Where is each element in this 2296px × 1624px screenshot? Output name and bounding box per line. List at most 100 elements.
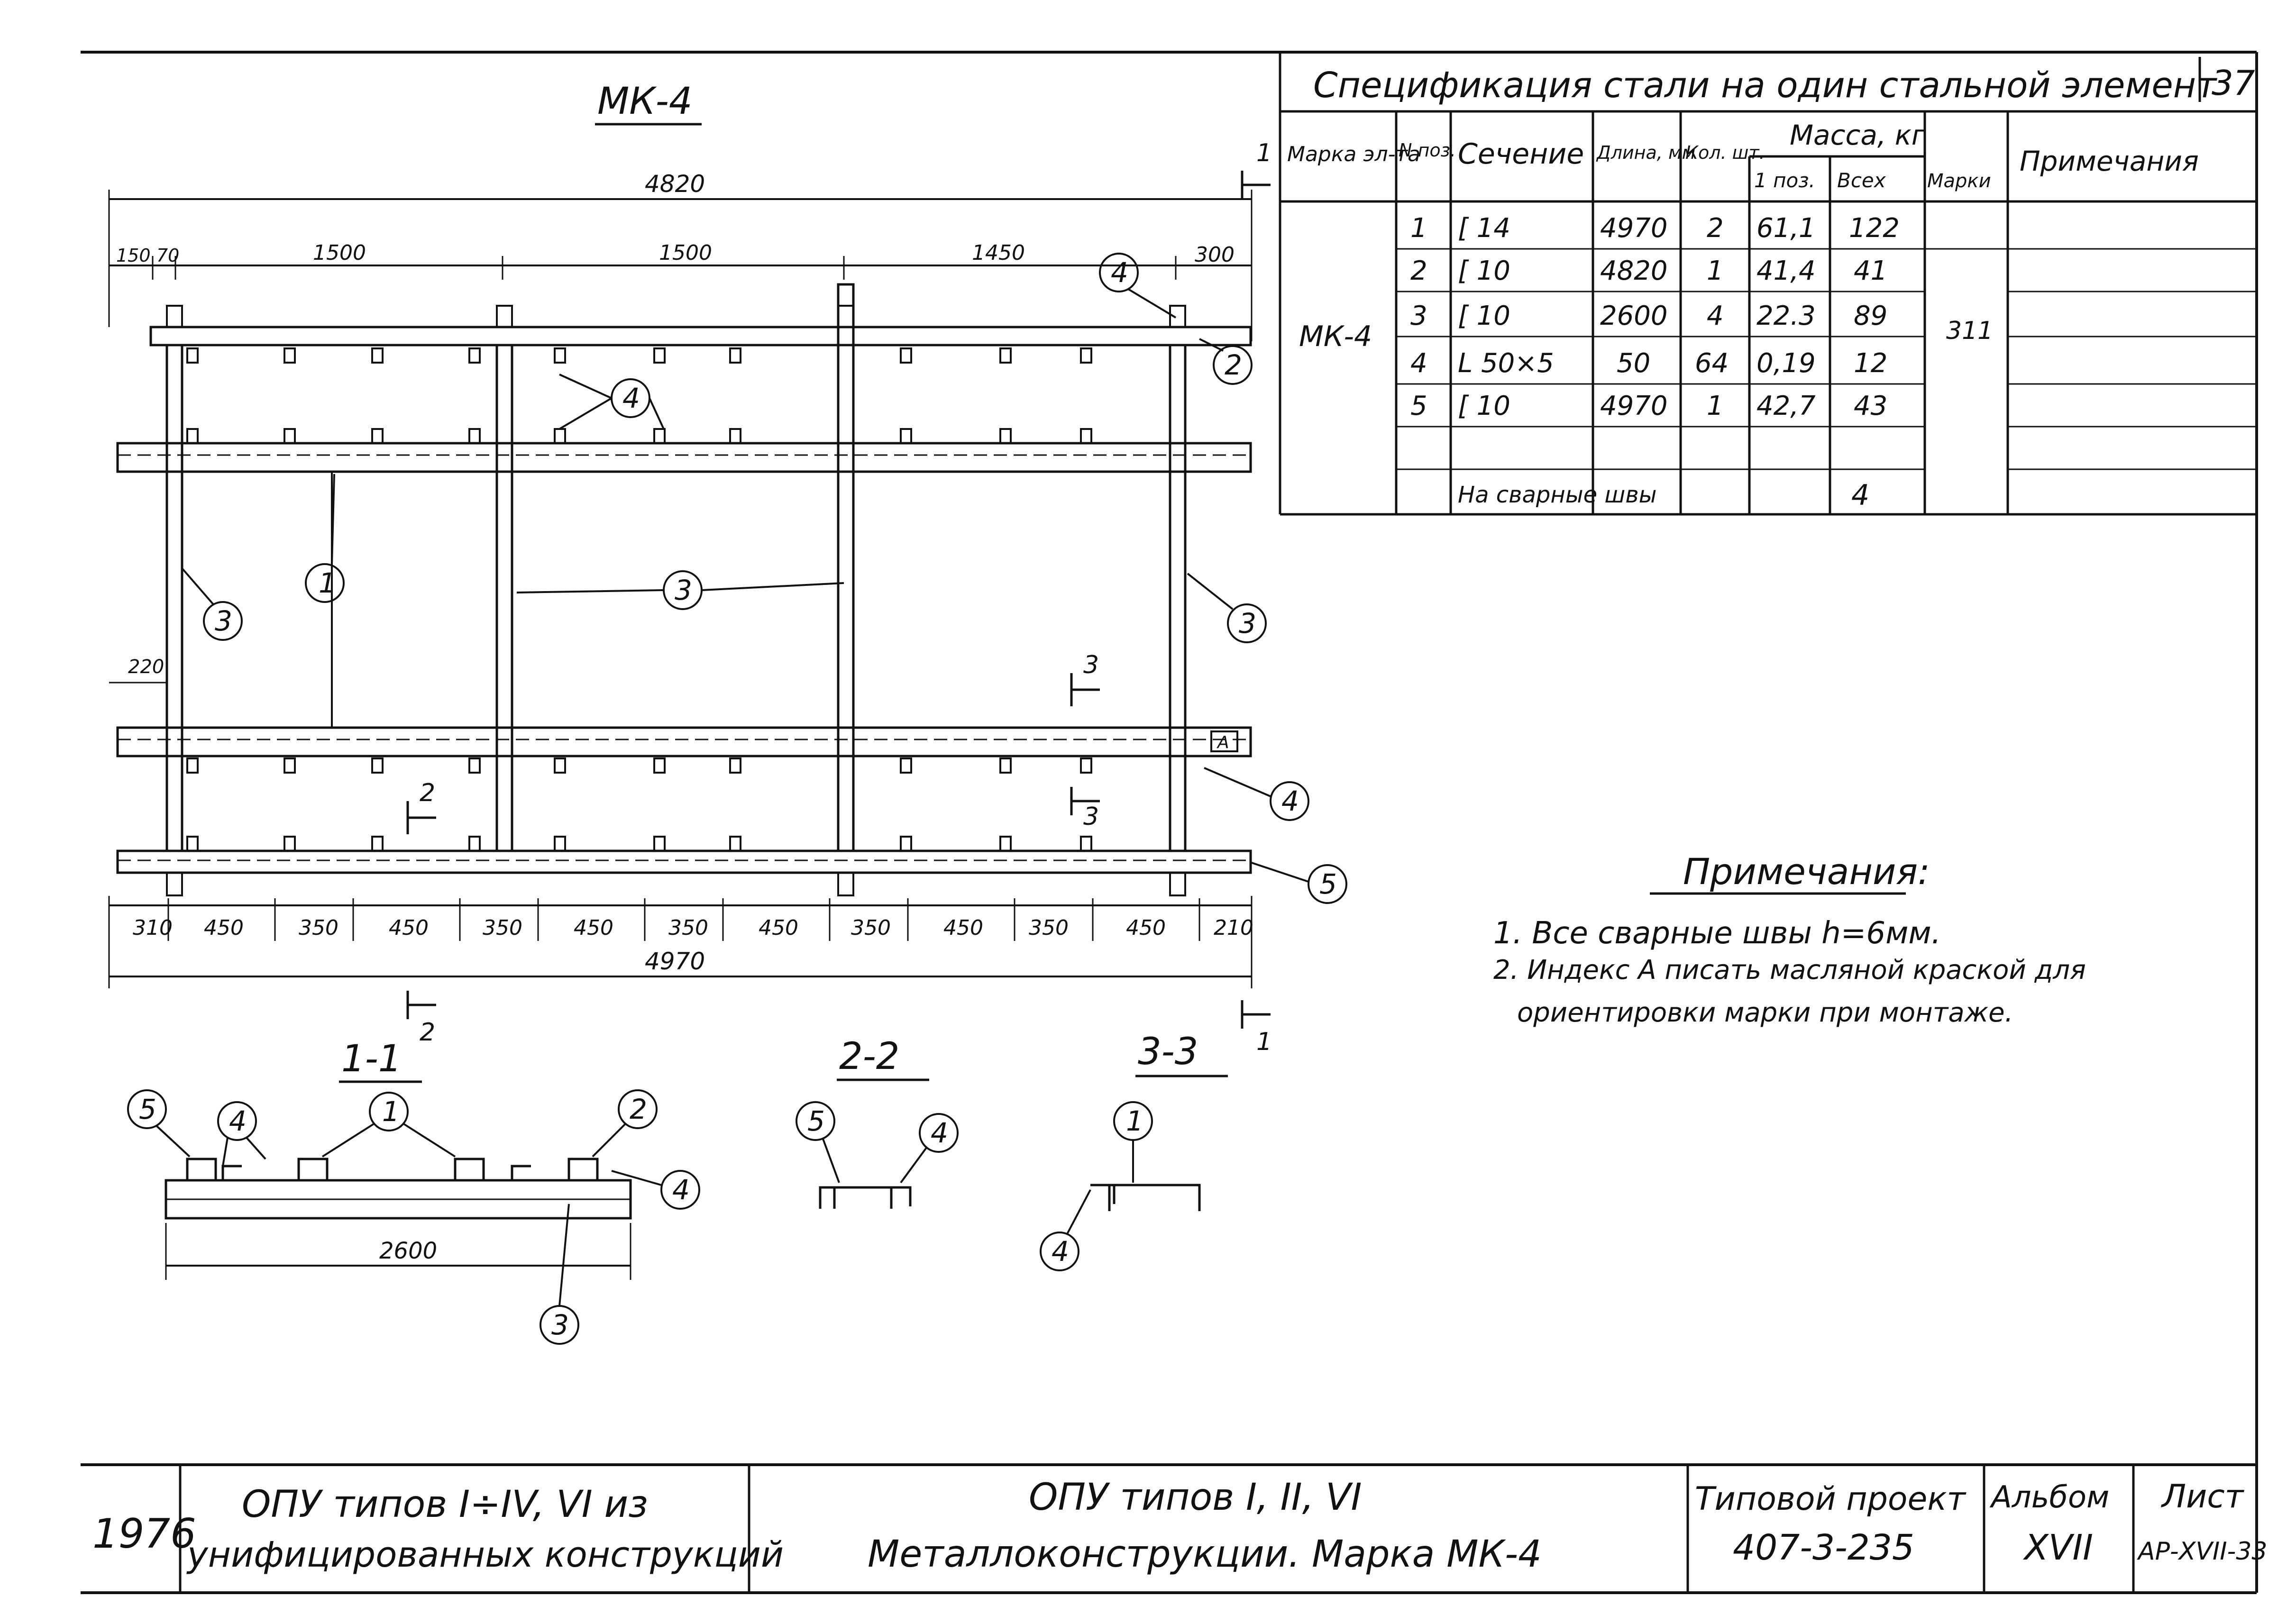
index-box-label: А — [1217, 733, 1229, 752]
dim-top-2: 1500 — [313, 241, 366, 265]
spec-mark: МК-4 — [1299, 320, 1372, 353]
horizontal-members — [116, 326, 1252, 874]
spec-row-4-section: L 50×5 — [1458, 348, 1554, 379]
section-3-3-callout-1: 1 — [1126, 1105, 1143, 1137]
title-year: 1976 — [92, 1510, 196, 1558]
section-1-1-callout-5: 5 — [139, 1093, 156, 1125]
dim-bottom-8: 350 — [851, 916, 891, 940]
dim-top-5: 300 — [1195, 243, 1235, 267]
spec-row-4-one: 0,19 — [1756, 348, 1816, 379]
dim-top-4: 1450 — [972, 241, 1025, 265]
section-1-1-title: 1-1 — [341, 1038, 402, 1080]
spec-row-2-pos: 2 — [1410, 255, 1427, 286]
dim-total-top: 4820 — [645, 170, 705, 198]
title-project-label: Типовой проект — [1695, 1480, 1967, 1518]
dim-bottom-9: 450 — [943, 916, 983, 940]
sheet-frame — [81, 51, 2258, 1594]
spec-row-3-section: [ 10 — [1458, 301, 1510, 331]
vertical-members — [165, 283, 1187, 852]
spec-row-4-qty: 64 — [1695, 348, 1729, 379]
spec-row-2-section: [ 10 — [1458, 255, 1510, 286]
spec-row-1-one: 61,1 — [1756, 213, 1816, 244]
spec-row-1-pos: 1 — [1410, 213, 1427, 244]
section-3-3-title: 3-3 — [1138, 1031, 1198, 1073]
section-1-1-callout-2: 2 — [630, 1093, 647, 1125]
dim-bottom-0: 310 — [133, 916, 173, 940]
dim-total-bottom: 4970 — [645, 948, 705, 975]
spec-header-note: Примечания — [2020, 145, 2199, 177]
cut-mark-1-bottom: 1 — [1256, 1028, 1272, 1056]
title-sheet-label: Лист — [2160, 1478, 2245, 1515]
callout-5: 5 — [1319, 868, 1337, 900]
section-3-3-callout-4: 4 — [1052, 1235, 1069, 1268]
drawing-title: МК-4 — [597, 80, 692, 123]
notes-block: Примечания: 1. Все сварные швы h=6мм. 2.… — [1493, 850, 2086, 1028]
dim-bottom-2: 350 — [299, 916, 338, 940]
spec-row-1-qty: 2 — [1707, 213, 1724, 244]
cut-mark-3-top: 3 — [1083, 651, 1099, 679]
callout-4-top: 4 — [1111, 256, 1128, 289]
section-1-1-callout-4a: 4 — [229, 1105, 247, 1137]
spec-header-section: Сечение — [1458, 137, 1584, 171]
title-left-line1: ОПУ типов I÷IV, VI из — [242, 1483, 648, 1526]
spec-header-mass-one: 1 поз. — [1754, 169, 1815, 192]
callout-3-center: 3 — [675, 574, 692, 606]
title-center-line1: ОПУ типов I, II, VI — [1029, 1476, 1362, 1519]
plan-view: МК-4 4820 150 70 1500 1500 1450 300 — [108, 80, 1347, 1056]
spec-row-4-pos: 4 — [1410, 348, 1427, 379]
section-2-2: 2-2 5 4 — [796, 1035, 959, 1209]
title-album-value: XVII — [2022, 1527, 2093, 1568]
spec-row-1-section: [ 14 — [1458, 213, 1510, 244]
spec-row-5-all: 43 — [1854, 391, 1887, 421]
callout-2: 2 — [1225, 349, 1242, 381]
dim-bottom-10: 350 — [1029, 916, 1069, 940]
dim-top-0: 150 — [116, 245, 151, 266]
cut-mark-1-top: 1 — [1256, 139, 1272, 167]
section-2-2-title: 2-2 — [839, 1035, 899, 1078]
dim-bottom-7: 450 — [759, 916, 798, 940]
spec-table: Спецификация стали на один стальной элем… — [1279, 52, 2257, 516]
section-1-1-callout-4b: 4 — [672, 1174, 690, 1206]
section-1-1-callout-1: 1 — [382, 1095, 400, 1128]
dim-top-3: 1500 — [659, 241, 712, 265]
spec-welds-value: 4 — [1851, 479, 1869, 512]
dim-bottom-5: 450 — [574, 916, 613, 940]
dim-bottom-1: 450 — [204, 916, 244, 940]
spec-row-4-all: 12 — [1854, 348, 1887, 379]
spec-header-mass-mark: Марки — [1927, 170, 1991, 192]
title-block: 1976 ОПУ типов I÷IV, VI из унифицированн… — [92, 1465, 2268, 1593]
section-3-3: 3-3 1 4 — [1040, 1031, 1228, 1271]
page-number: 37 — [2212, 63, 2255, 103]
note-3: ориентировки марки при монтаже. — [1517, 997, 2013, 1028]
title-center-line2: Металлоконструкции. Марка МК-4 — [868, 1533, 1542, 1576]
dim-bottom-4: 350 — [483, 916, 522, 940]
callout-4-bottom: 4 — [1281, 785, 1299, 817]
spec-row-4-length: 50 — [1617, 348, 1650, 379]
spec-header-qty: Кол. шт. — [1685, 142, 1765, 163]
title-sheet-value: АР-XVII-33 — [2137, 1537, 2268, 1566]
spec-header-mass-all: Всех — [1837, 169, 1886, 192]
spec-row-5-length: 4970 — [1600, 391, 1668, 421]
section-2-2-callout-4: 4 — [931, 1117, 948, 1149]
spec-welds-label: На сварные швы — [1458, 482, 1657, 508]
title-album-label: Альбом — [1989, 1480, 2109, 1515]
title-left-line2: унифицированных конструкций — [186, 1534, 784, 1575]
spec-row-2-length: 4820 — [1600, 255, 1668, 286]
spec-mark-total: 311 — [1946, 317, 1993, 345]
spec-row-5-qty: 1 — [1707, 391, 1724, 421]
callout-4-mid: 4 — [622, 382, 640, 414]
callout-3-left: 3 — [215, 605, 232, 637]
spec-header-length: Длина, мм — [1596, 142, 1695, 163]
notes-title: Примечания: — [1683, 850, 1930, 893]
spec-row-1-all: 122 — [1849, 213, 1900, 244]
note-2: 2. Индекс А писать масляной краской для — [1493, 955, 2086, 985]
spec-header-mark: Марка эл-та — [1287, 142, 1420, 166]
section-1-1: 1-1 2600 5 4 1 2 4 3 — [127, 1038, 700, 1345]
title-project-number: 407-3-235 — [1733, 1527, 1914, 1568]
spec-row-1-length: 4970 — [1600, 213, 1668, 244]
spec-row-5-section: [ 10 — [1458, 391, 1510, 421]
section-1-1-callout-3: 3 — [551, 1309, 569, 1341]
spec-row-3-qty: 4 — [1707, 301, 1724, 331]
callout-1: 1 — [319, 567, 336, 599]
cut-mark-3-bottom: 3 — [1083, 803, 1099, 831]
